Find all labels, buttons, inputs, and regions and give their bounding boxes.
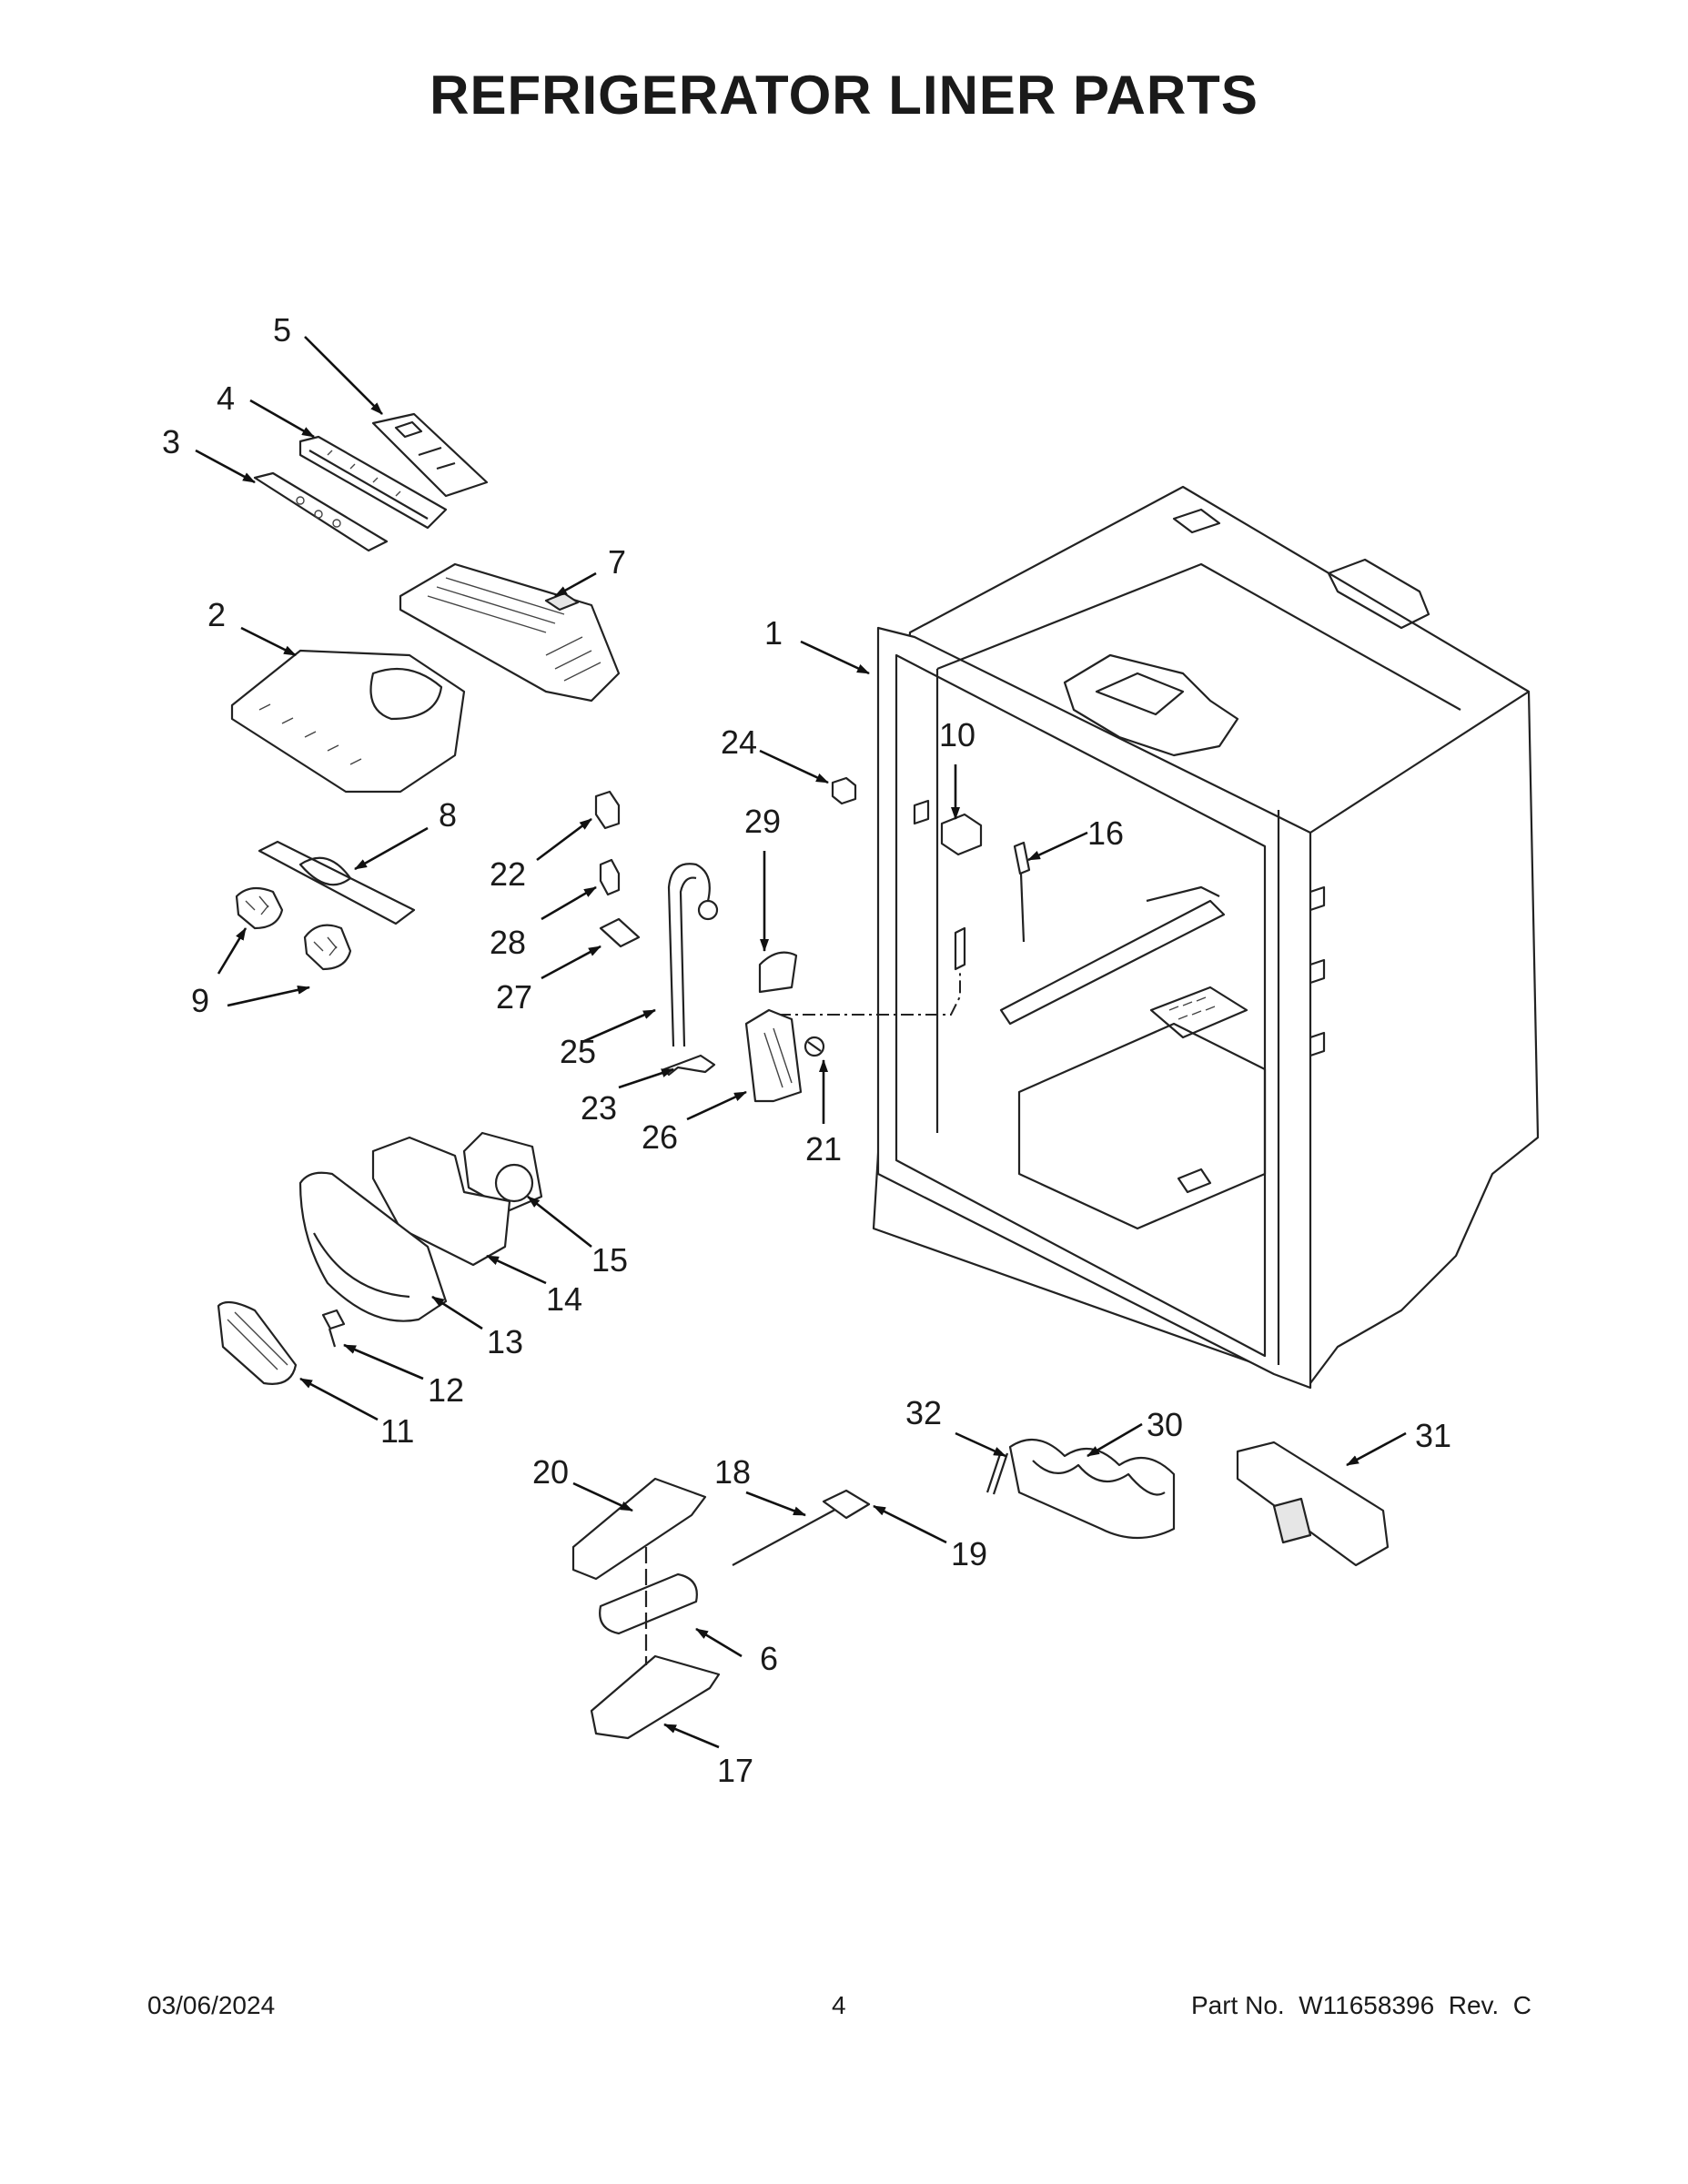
callout-5: 5: [273, 311, 291, 349]
part-21-screw: [804, 1036, 825, 1057]
callout-7: 7: [608, 543, 626, 581]
part-25-tube: [667, 863, 719, 1047]
callout-8: 8: [439, 796, 457, 834]
leader-line: [778, 969, 961, 1016]
liner-part-1: [872, 485, 1540, 1390]
part-11: [217, 1300, 298, 1385]
callout-24: 24: [721, 723, 757, 761]
callout-15: 15: [591, 1241, 628, 1279]
callout-3: 3: [162, 423, 180, 460]
callout-32: 32: [905, 1394, 942, 1431]
callout-labels: 1 2 3 4 5 6 7 8 9 10 11 12 13 14 15 16 1…: [162, 311, 1451, 1789]
part-32: [986, 1451, 1009, 1495]
part-27: [599, 917, 641, 948]
callout-14: 14: [546, 1280, 582, 1318]
part-2-cover: [230, 649, 466, 794]
footer-part-number: Part No. W11658396 Rev. C: [1190, 1991, 1531, 2019]
part-14: [371, 1136, 511, 1267]
part-18-valve: [732, 1489, 871, 1566]
part-29: [758, 951, 798, 994]
part-7-cover: [399, 562, 621, 703]
callout-30: 30: [1147, 1406, 1183, 1443]
part-9-knobs: [235, 886, 352, 971]
part-22: [594, 790, 621, 830]
callout-17: 17: [717, 1752, 753, 1789]
callout-31: 31: [1415, 1417, 1451, 1454]
callout-4: 4: [217, 379, 235, 417]
callout-9: 9: [191, 982, 209, 1019]
callout-26: 26: [642, 1118, 678, 1156]
callout-27: 27: [496, 978, 532, 1016]
part-15: [462, 1131, 543, 1212]
page-title: REFRIGERATOR LINER PARTS: [430, 65, 1258, 126]
part-12-screw: [321, 1309, 346, 1348]
callout-10: 10: [939, 716, 975, 753]
callout-22: 22: [490, 855, 526, 893]
callout-18: 18: [714, 1453, 751, 1491]
callout-25: 25: [560, 1033, 596, 1070]
footer-date: 03/06/2024: [147, 1991, 276, 2019]
part-13: [298, 1171, 448, 1322]
callout-23: 23: [581, 1089, 617, 1127]
callout-1: 1: [764, 614, 783, 652]
callout-16: 16: [1087, 814, 1124, 852]
part-8-tray: [258, 840, 416, 925]
part-26-housing: [744, 1008, 803, 1103]
part-20-housing: [571, 1477, 707, 1581]
callout-11: 11: [380, 1412, 414, 1450]
part-4-housing: [298, 435, 448, 530]
part-5-board: [371, 412, 489, 498]
part-24: [831, 776, 857, 805]
callout-arrows: [195, 336, 1407, 1749]
callout-28: 28: [490, 924, 526, 961]
callout-12: 12: [428, 1371, 464, 1409]
part-10: [940, 813, 983, 856]
callout-20: 20: [532, 1453, 569, 1491]
part-23-clip: [662, 1054, 716, 1077]
callout-21: 21: [805, 1130, 842, 1168]
footer-page-number: 4: [832, 1991, 846, 2019]
part-30-heater: [1008, 1438, 1176, 1540]
callout-6: 6: [760, 1640, 778, 1677]
part-28: [599, 858, 621, 896]
part-6-filter: [599, 1572, 698, 1635]
part-31-bracket: [1236, 1441, 1390, 1567]
part-16-probe: [1013, 841, 1031, 943]
callout-2: 2: [207, 596, 226, 633]
callout-13: 13: [487, 1323, 523, 1360]
callout-29: 29: [744, 803, 781, 840]
part-3-panel: [253, 471, 389, 552]
callout-19: 19: [951, 1535, 987, 1572]
part-17-housing: [590, 1654, 721, 1740]
